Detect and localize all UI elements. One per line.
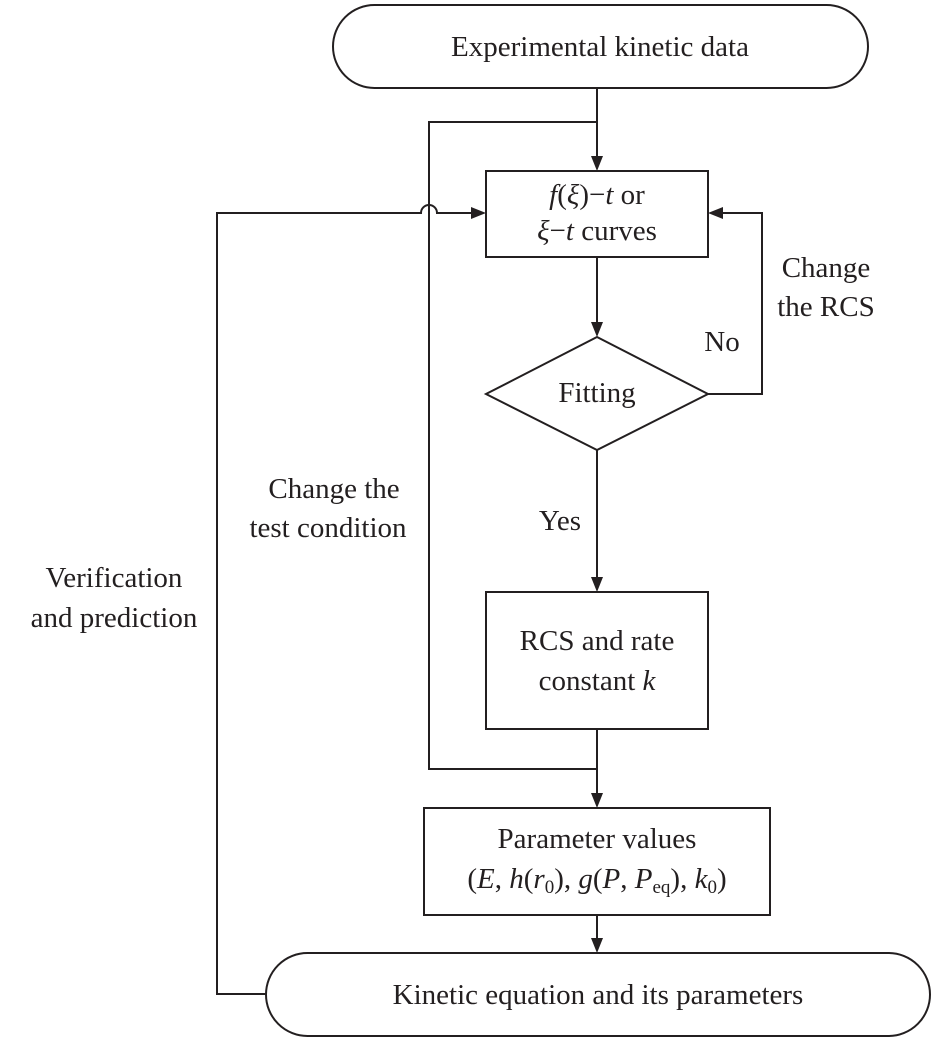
arrowhead [591,156,603,171]
arrowhead [471,207,486,219]
arrowhead [708,207,723,219]
no-label: No [704,326,739,358]
params-label-line2: (E, h(r0), g(P, Peq), k0) [467,863,726,898]
start-terminal [332,4,869,89]
curves-label-line1: f(ξ)−t or [549,179,645,211]
edge-no-loop [708,212,763,395]
rcs-label-line2: constant k [539,665,657,697]
start-label: Experimental kinetic data [451,31,749,63]
arrowhead [591,938,603,953]
change-rcs-label-line1: Change [782,252,871,284]
params-label-line1: Parameter values [498,823,697,855]
arrowhead [591,322,603,337]
change-rcs-label-line2: the RCS [777,291,875,323]
yes-label: Yes [539,505,581,537]
curves-label-line2: ξ−t curves [537,215,657,247]
edge-test-condition-loop [428,121,597,770]
arrowhead [591,577,603,592]
rcs-label-line1: RCS and rate [520,625,675,657]
rcs-box [485,591,709,730]
end-label: Kinetic equation and its parameters [393,979,804,1011]
verification-label-line1: Verification [46,562,183,594]
fitting-label: Fitting [558,377,635,409]
change-test-label-line1: Change the [268,473,399,505]
edge-verification-loop [216,204,472,995]
change-test-label-line2: test condition [249,512,407,544]
verification-label-line2: and prediction [31,602,198,634]
arrowhead [591,793,603,808]
